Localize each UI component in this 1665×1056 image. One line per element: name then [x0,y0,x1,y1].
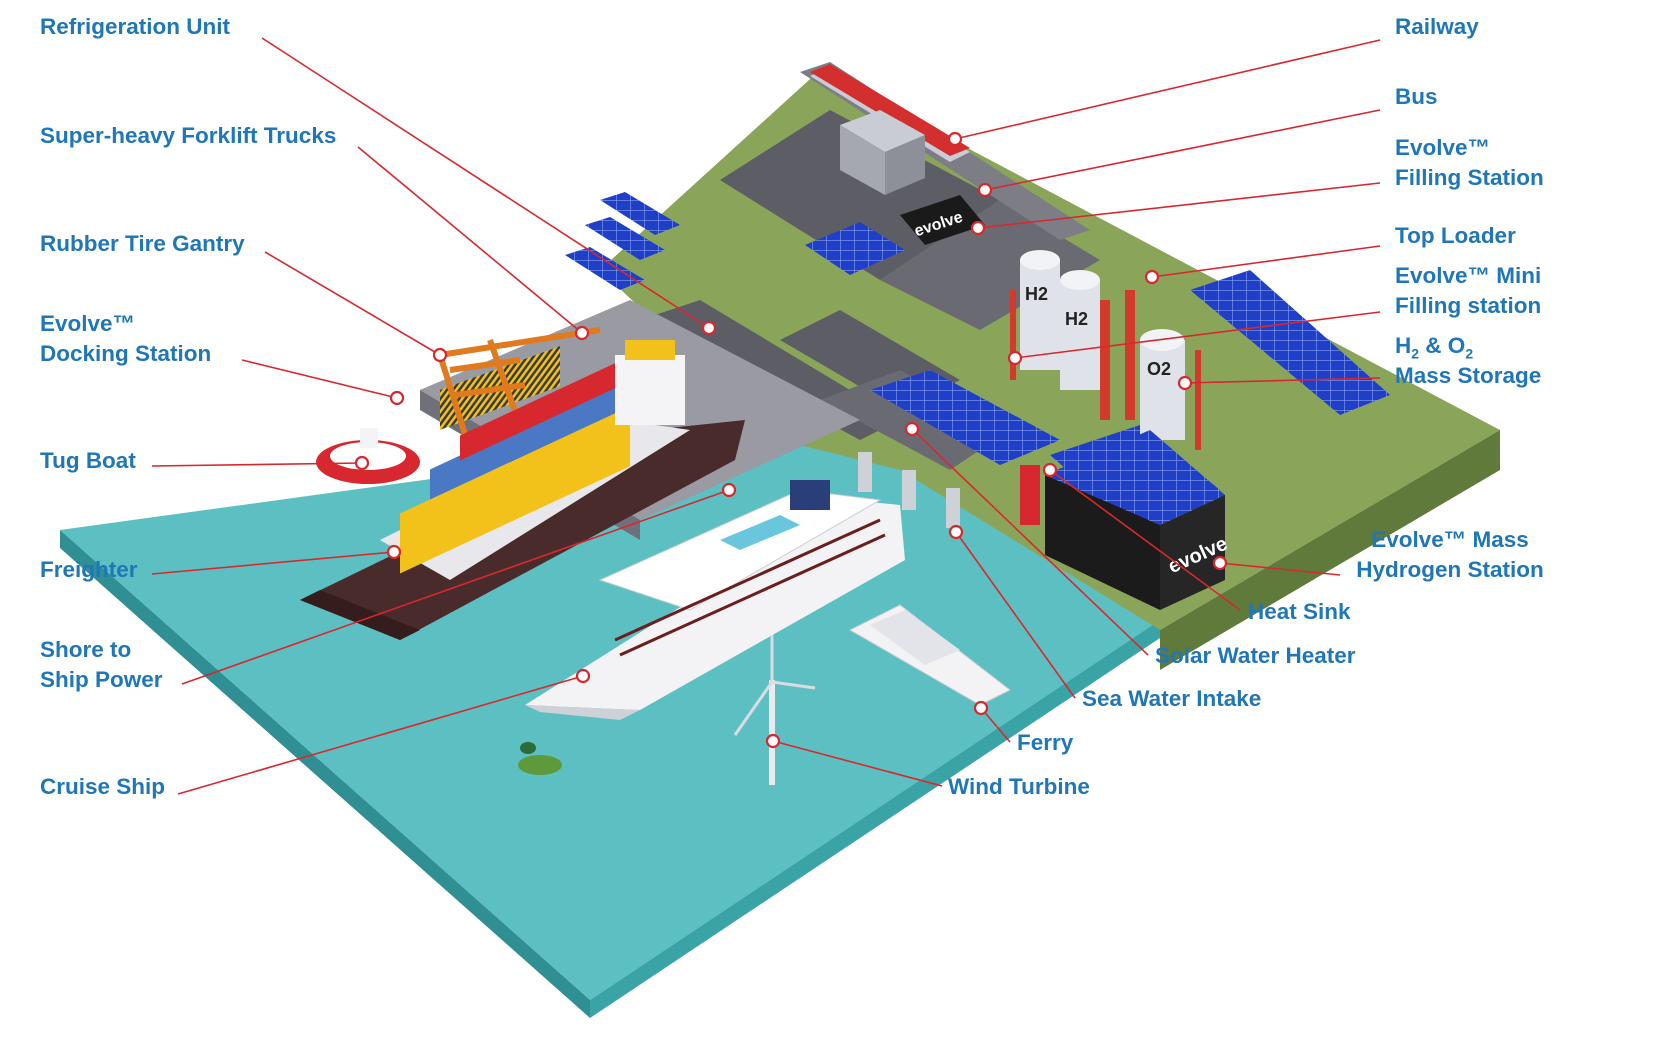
leader-dot-h2-o2-storage [1177,375,1193,391]
label-bus: Bus [1395,84,1438,109]
tug-boat [316,428,420,484]
warehouse [840,110,925,195]
leader-line-solar-water-heater [911,428,1149,656]
h2-tank-label-2: H2 [1065,309,1088,329]
leader-dot-rubber-tire-gantry [432,347,448,363]
filling-line-1: Evolve™ [1395,135,1491,160]
leader-line-ferry [980,707,1011,743]
cruise-ship [525,480,905,720]
leader-lines [151,37,1381,795]
label-wind-turbine: Wind Turbine [948,774,1090,799]
mass-hydrogen-station: evolve [1020,430,1231,610]
label-railway: Railway [1395,14,1479,39]
small-boat [518,742,562,775]
leader-line-forklift [357,146,583,334]
leader-dot-shore-to-ship [721,482,737,498]
leader-line-top-loader [1151,245,1381,278]
shore-line-2: Ship Power [40,667,163,692]
label-docking-station: Evolve™ Docking Station [40,309,211,369]
leader-dot-heat-sink [1042,462,1058,478]
leader-line-docking-station [241,359,398,399]
mass-line-1: Evolve™ Mass [1371,527,1529,552]
h2o2-line-2: Mass Storage [1395,363,1542,388]
leader-line-mini-filling-station [1014,311,1381,359]
leader-dot-mass-hydrogen-station [1212,555,1228,571]
leader-dot-tug-boat [354,455,370,471]
label-shore-to-ship: Shore to Ship Power [40,635,163,695]
label-refrigeration-unit: Refrigeration Unit [40,14,231,39]
h2o2-sub-1: 2 [1411,345,1420,362]
label-solar-water-heater: Solar Water Heater [1155,643,1356,668]
rubber-tire-gantry [437,327,601,453]
freighter-ship [300,340,745,640]
h2o2-line-1: H2 & O2 [1395,331,1541,361]
label-ferry: Ferry [1017,730,1074,755]
leader-dot-freighter [386,544,402,560]
label-freighter: Freighter [40,557,138,582]
leader-dots [354,131,1228,749]
leader-dot-bus [977,182,993,198]
leader-dot-docking-station [389,390,405,406]
leader-line-mass-hydrogen-station [1219,562,1341,576]
wind-turbine [733,635,816,785]
leader-line-tug-boat [151,462,363,467]
mass-line-2: Hydrogen Station [1356,557,1544,582]
sea-water-intake [858,452,960,528]
leader-line-wind-turbine [772,740,943,787]
leader-dot-mini-filling-station [1007,350,1023,366]
label-top-loader: Top Loader [1395,223,1516,248]
leader-dot-solar-water-heater [904,421,920,437]
o2-tank-label: O2 [1147,359,1171,379]
leader-line-freighter [151,551,395,575]
leader-dot-railway [947,131,963,147]
label-sea-water-intake: Sea Water Intake [1082,686,1262,711]
leader-dot-refrigeration-unit [701,320,717,336]
h2o2-sub-2: 2 [1465,345,1474,362]
containers [400,360,630,574]
mini-line-1: Evolve™ Mini [1395,263,1542,288]
leader-line-h2-o2-storage [1184,377,1381,384]
label-mini-filling-station: Evolve™ Mini Filling station [1395,261,1541,321]
leader-dot-forklift [574,325,590,341]
leader-line-bus [984,109,1381,191]
shore-line-1: Shore to [40,637,132,662]
label-filling-station: Evolve™ Filling Station [1395,133,1544,193]
label-mass-hydrogen-station: Evolve™ Mass Hydrogen Station [1340,525,1560,585]
label-tug-boat: Tug Boat [40,448,136,473]
label-forklift: Super-heavy Forklift Trucks [40,123,337,148]
leader-dot-filling-station [970,220,986,236]
leader-line-shore-to-ship [181,489,730,685]
leader-line-sea-water-intake [955,531,1076,699]
ferry [848,604,1011,706]
storage-tanks: H2 H2 O2 [1010,250,1201,450]
filling-line-2: Filling Station [1395,165,1544,190]
leader-dot-wind-turbine [765,733,781,749]
h2-tank-label: H2 [1025,284,1048,304]
leader-line-railway [954,39,1381,140]
leader-dot-ferry [973,700,989,716]
leader-line-filling-station [977,182,1381,229]
label-heat-sink: Heat Sink [1248,599,1351,624]
docking-line-1: Evolve™ [40,311,136,336]
leader-line-cruise-ship [177,675,584,795]
leader-line-refrigeration-unit [261,37,710,329]
leader-dot-top-loader [1144,269,1160,285]
leader-line-heat-sink [1049,469,1241,611]
leader-dot-sea-water-intake [948,524,964,540]
docking-line-2: Docking Station [40,341,212,366]
mini-line-2: Filling station [1395,293,1542,318]
leader-dot-cruise-ship [575,668,591,684]
label-cruise-ship: Cruise Ship [40,774,166,799]
h2o2-amp: & O [1419,333,1466,358]
label-h2-o2-storage: H2 & O2 Mass Storage [1395,331,1541,391]
leader-line-rubber-tire-gantry [264,251,441,356]
label-rubber-tire-gantry: Rubber Tire Gantry [40,231,245,256]
railway-scene [800,62,1090,240]
h2o2-h: H [1395,333,1412,358]
